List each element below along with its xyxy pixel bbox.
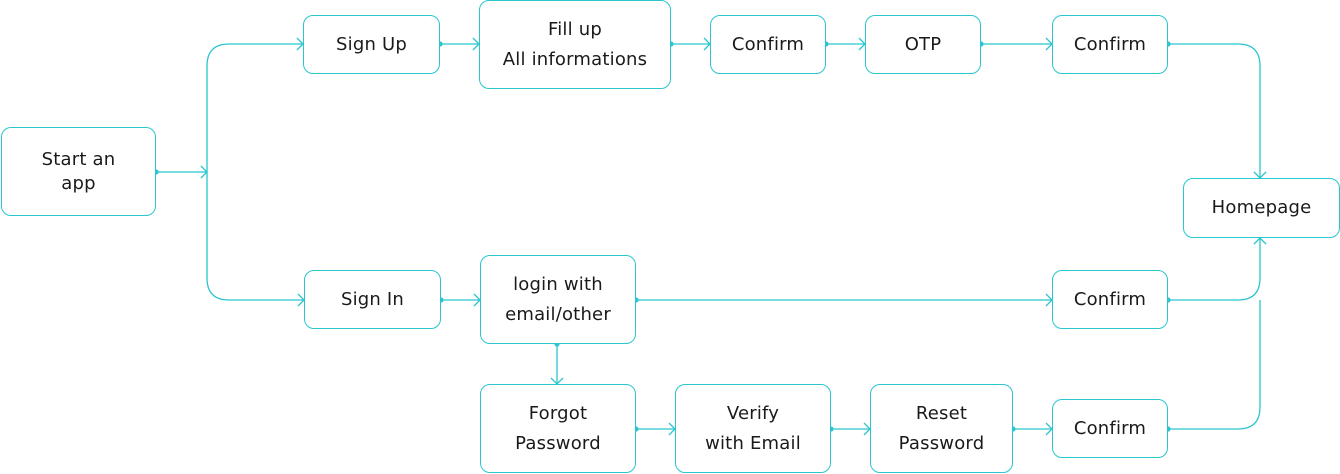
node-label: Confirm [731, 33, 805, 55]
node-label: Fill up All informations [502, 18, 648, 70]
edge-confirm-homepage [1168, 43, 1261, 178]
node-verify-email[interactable]: Verify with Email [675, 384, 831, 473]
node-label: Homepage [1211, 197, 1312, 218]
edge-branch-signin [206, 172, 304, 301]
node-confirm-signup[interactable]: Confirm [710, 15, 826, 74]
node-label: Sign Up [336, 33, 407, 55]
node-confirm-login[interactable]: Confirm [1052, 270, 1168, 329]
node-label: Reset Password [898, 402, 985, 454]
node-sign-in[interactable]: Sign In [304, 270, 441, 329]
node-forgot-password[interactable]: Forgot Password [480, 384, 636, 473]
node-confirm-otp[interactable]: Confirm [1052, 15, 1168, 74]
node-homepage[interactable]: Homepage [1183, 178, 1340, 238]
edge-branch-signup [206, 43, 303, 172]
node-label: Sign In [340, 288, 405, 310]
node-sign-up[interactable]: Sign Up [303, 15, 440, 74]
node-label: Start an app [41, 148, 116, 194]
edge-confirm-homepage-2 [1168, 238, 1261, 301]
node-otp[interactable]: OTP [865, 15, 981, 74]
node-label: login with email/other [505, 273, 611, 325]
node-reset-password[interactable]: Reset Password [870, 384, 1013, 473]
arrowhead-up [1253, 237, 1267, 245]
node-confirm-reset[interactable]: Confirm [1052, 399, 1168, 458]
node-label: Verify with Email [705, 402, 801, 454]
edge-confirm-reset-homepage [1168, 300, 1261, 430]
node-label: Confirm [1073, 417, 1147, 439]
node-fill-up-info[interactable]: Fill up All informations [479, 0, 671, 89]
node-label: Confirm [1073, 33, 1147, 55]
node-label: Confirm [1073, 288, 1147, 310]
node-label: Forgot Password [515, 402, 601, 454]
node-start-app[interactable]: Start an app [1, 127, 156, 216]
node-label: OTP [904, 33, 942, 55]
node-login[interactable]: login with email/other [480, 255, 636, 344]
